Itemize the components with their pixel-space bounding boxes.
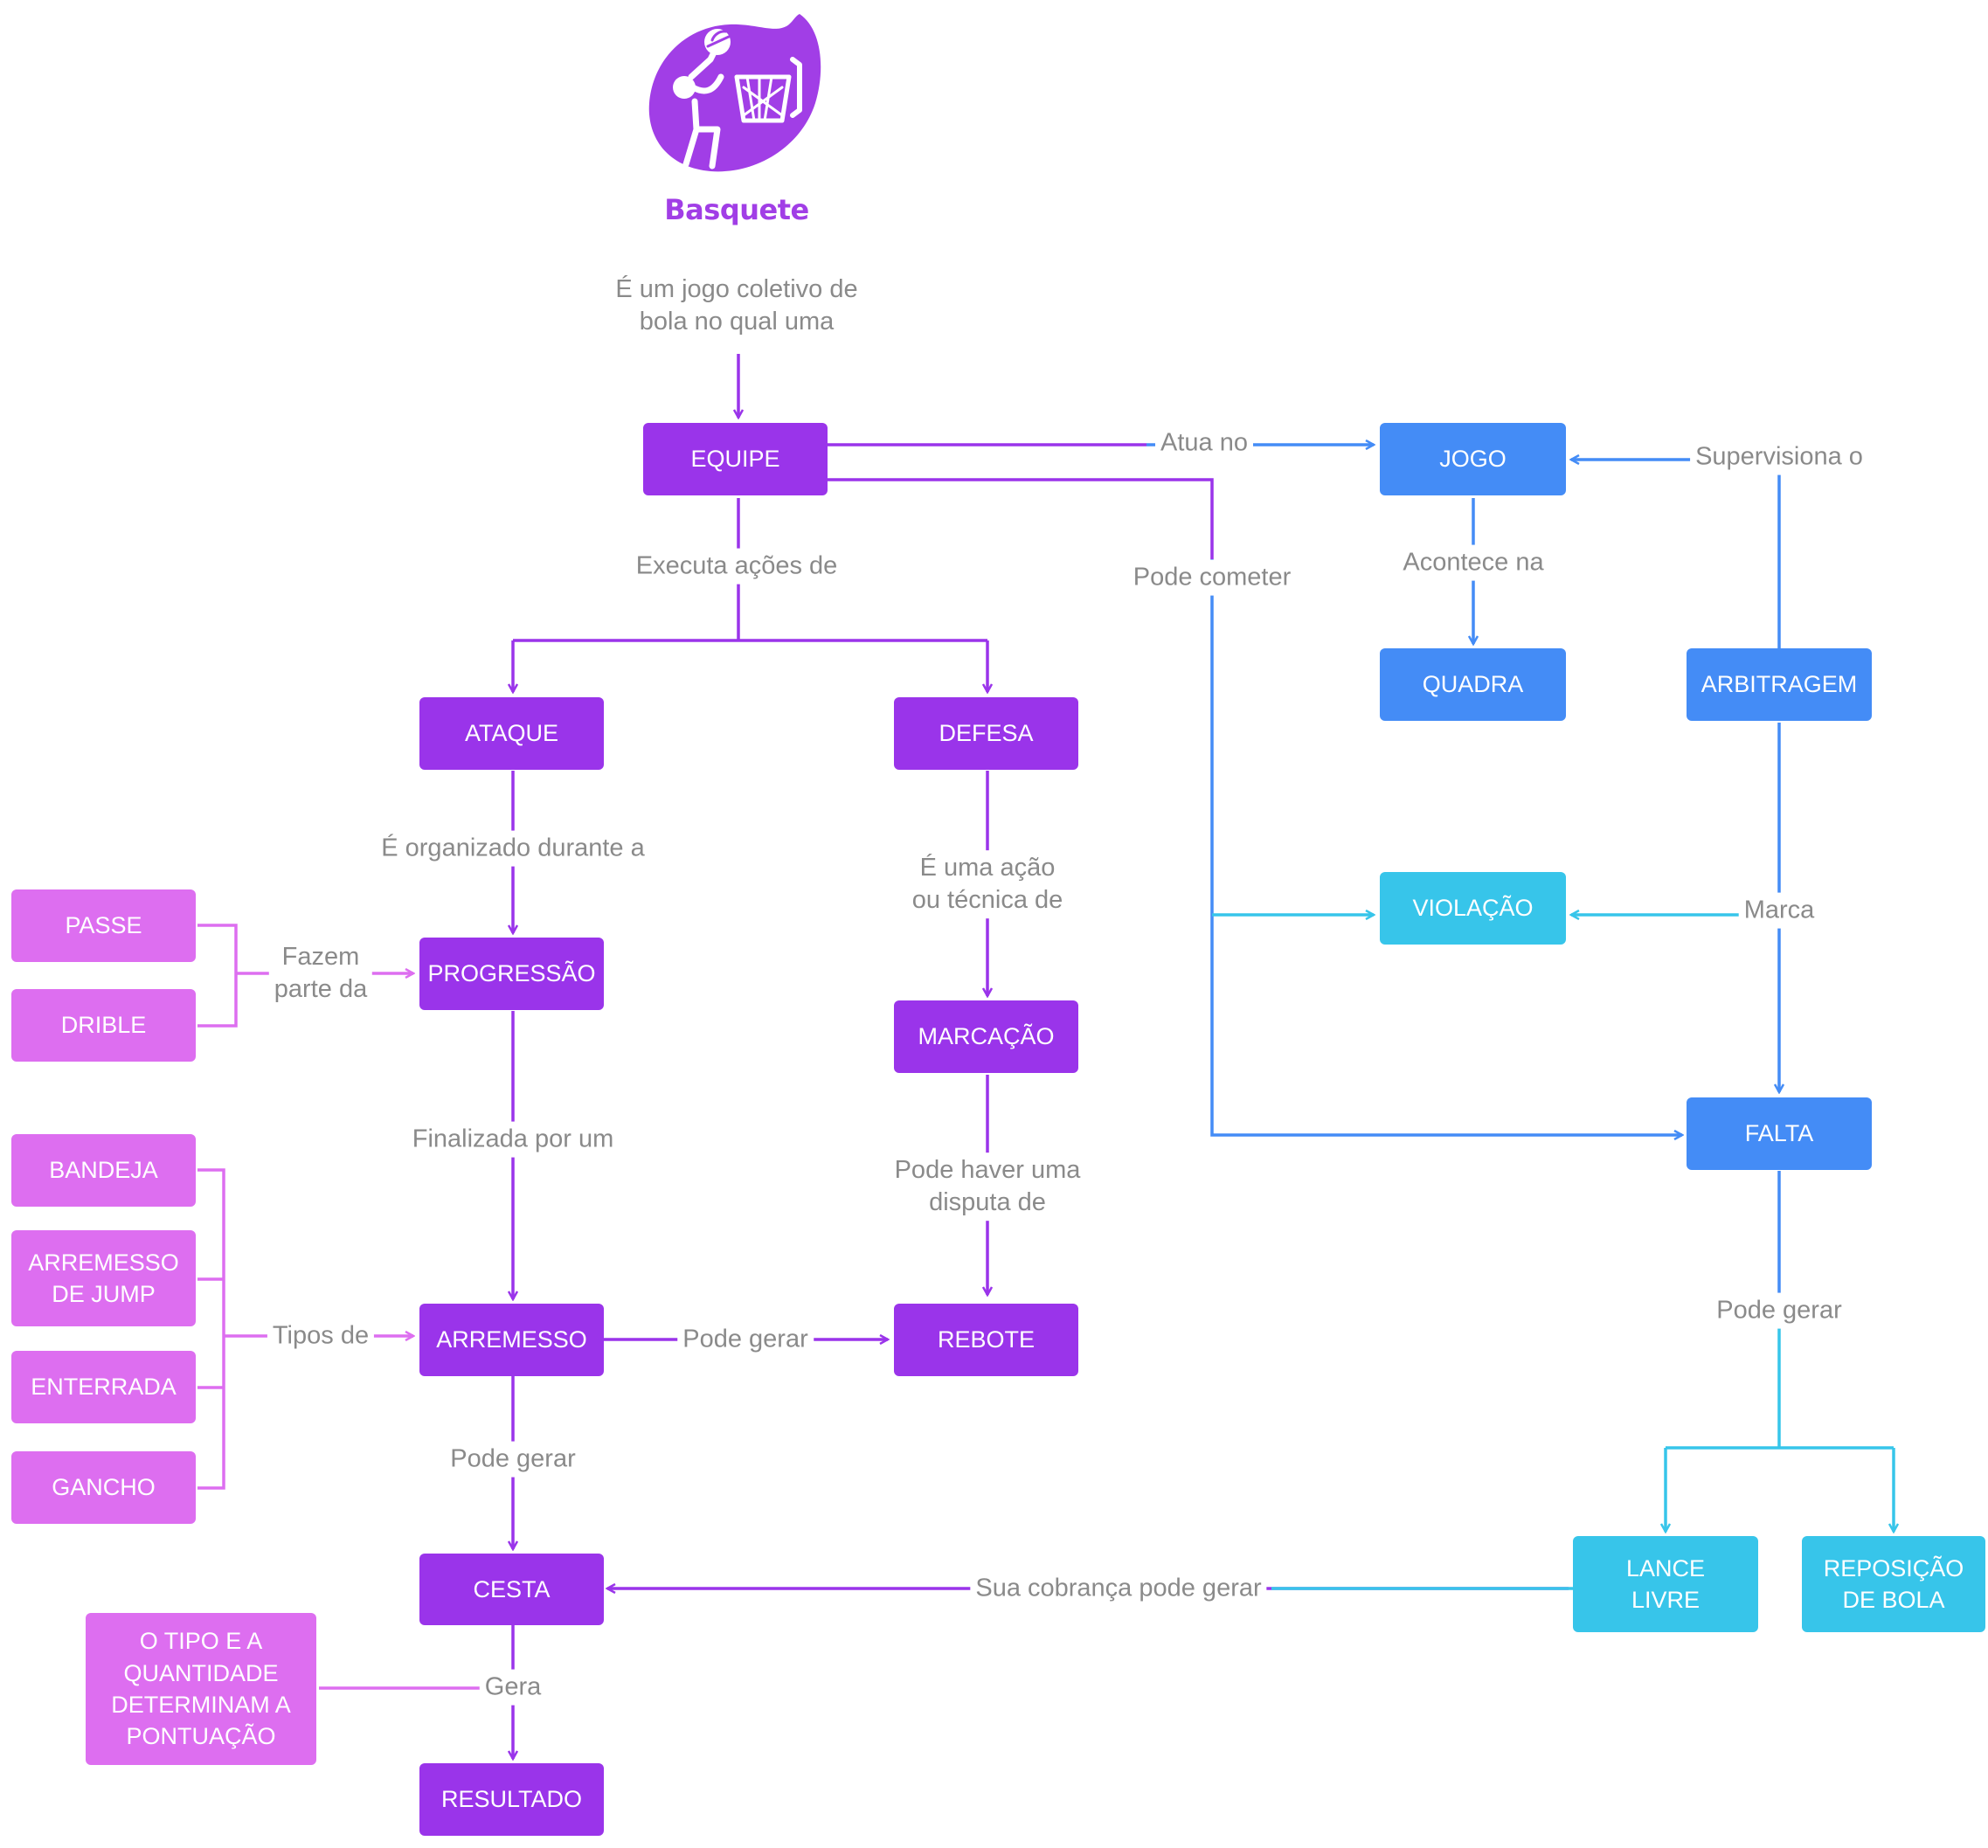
link-pode-cometer: Pode cometer (1127, 559, 1297, 596)
link-cobranca: Sua cobrança pode gerar (970, 1570, 1267, 1607)
node-marcacao[interactable]: MARCAÇÃO (894, 1000, 1078, 1073)
link-gera: Gera (479, 1669, 547, 1706)
node-passe[interactable]: PASSE (11, 889, 196, 962)
basketball-player-icon (648, 14, 821, 172)
link-pode-gerar-rebote: Pode gerar (677, 1321, 814, 1358)
link-organizado: É organizado durante a (376, 830, 650, 867)
link-pode-gerar-falta: Pode gerar (1711, 1292, 1847, 1329)
node-tipo-quantidade[interactable]: O TIPO E A QUANTIDADE DETERMINAM A PONTU… (86, 1613, 316, 1765)
link-disputa: Pode haver uma disputa de (889, 1152, 1086, 1221)
node-drible[interactable]: DRIBLE (11, 989, 196, 1062)
logo-title: Basquete (664, 193, 809, 226)
node-jogo[interactable]: JOGO (1380, 423, 1566, 495)
node-enterrada[interactable]: ENTERRADA (11, 1351, 196, 1423)
node-arremesso-de-jump[interactable]: ARREMESSO DE JUMP (11, 1230, 196, 1326)
node-equipe[interactable]: EQUIPE (643, 423, 828, 495)
link-supervisiona: Supervisiona o (1690, 439, 1868, 475)
node-ataque[interactable]: ATAQUE (419, 697, 604, 770)
node-cesta[interactable]: CESTA (419, 1554, 604, 1625)
link-marca: Marca (1738, 892, 1820, 929)
node-quadra[interactable]: QUADRA (1380, 648, 1566, 721)
link-pode-gerar-cesta: Pode gerar (445, 1441, 581, 1478)
node-gancho[interactable]: GANCHO (11, 1451, 196, 1524)
link-acao-tecnica: É uma ação ou técnica de (906, 850, 1069, 918)
link-atua-no: Atua no (1155, 425, 1253, 461)
link-tipos-de: Tipos de (267, 1318, 375, 1354)
node-falta[interactable]: FALTA (1687, 1097, 1872, 1170)
node-violacao[interactable]: VIOLAÇÃO (1380, 872, 1566, 945)
link-executa: Executa ações de (630, 548, 843, 585)
node-rebote[interactable]: REBOTE (894, 1304, 1078, 1376)
link-acontece-na: Acontece na (1397, 544, 1549, 581)
link-fazem-parte: Fazem parte da (268, 939, 373, 1007)
node-progressao[interactable]: PROGRESSÃO (419, 938, 604, 1010)
node-bandeja[interactable]: BANDEJA (11, 1134, 196, 1207)
node-lance-livre[interactable]: LANCE LIVRE (1573, 1536, 1758, 1632)
node-defesa[interactable]: DEFESA (894, 697, 1078, 770)
node-arbitragem[interactable]: ARBITRAGEM (1687, 648, 1872, 721)
intro-label: É um jogo coletivo de bola no qual uma (610, 272, 863, 340)
link-finalizada: Finalizada por um (406, 1121, 620, 1158)
node-reposicao-de-bola[interactable]: REPOSIÇÃO DE BOLA (1802, 1536, 1985, 1632)
node-resultado[interactable]: RESULTADO (419, 1763, 604, 1836)
node-arremesso[interactable]: ARREMESSO (419, 1304, 604, 1376)
